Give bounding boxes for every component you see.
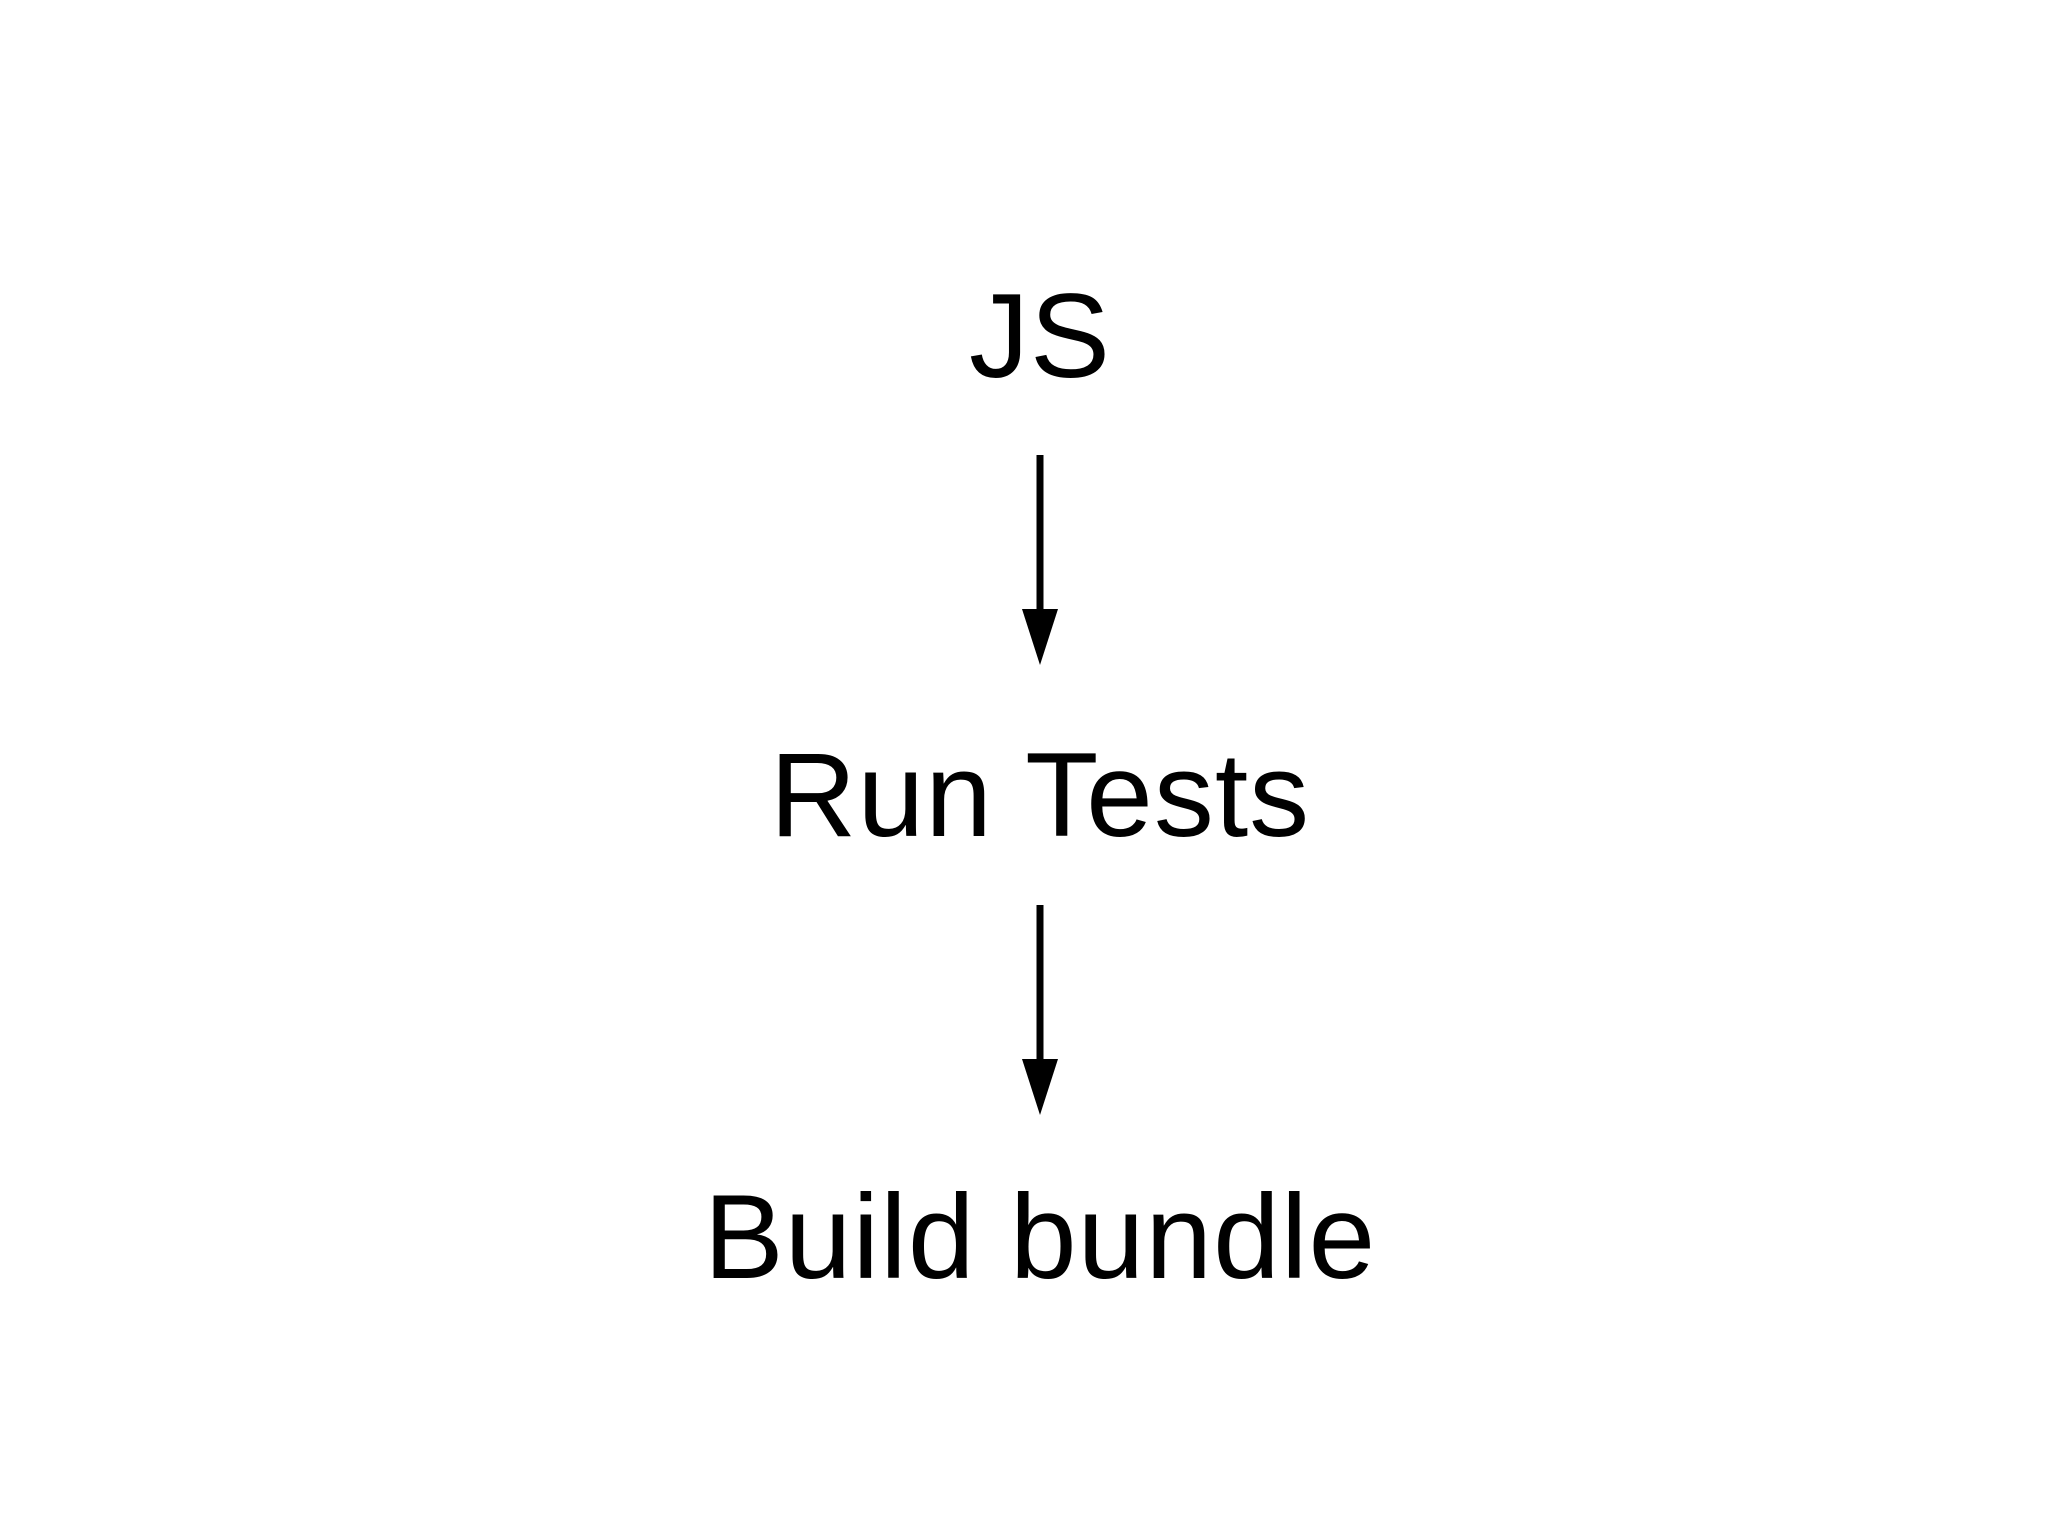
arrow-down-icon — [1022, 455, 1058, 665]
node-js: JS — [968, 269, 1112, 403]
flow-diagram: JS Run Tests Build bundle — [32, 0, 2048, 1303]
node-run-tests: Run Tests — [769, 728, 1311, 862]
arrow-down-icon — [1022, 905, 1058, 1115]
node-build-bundle: Build bundle — [703, 1170, 1377, 1304]
